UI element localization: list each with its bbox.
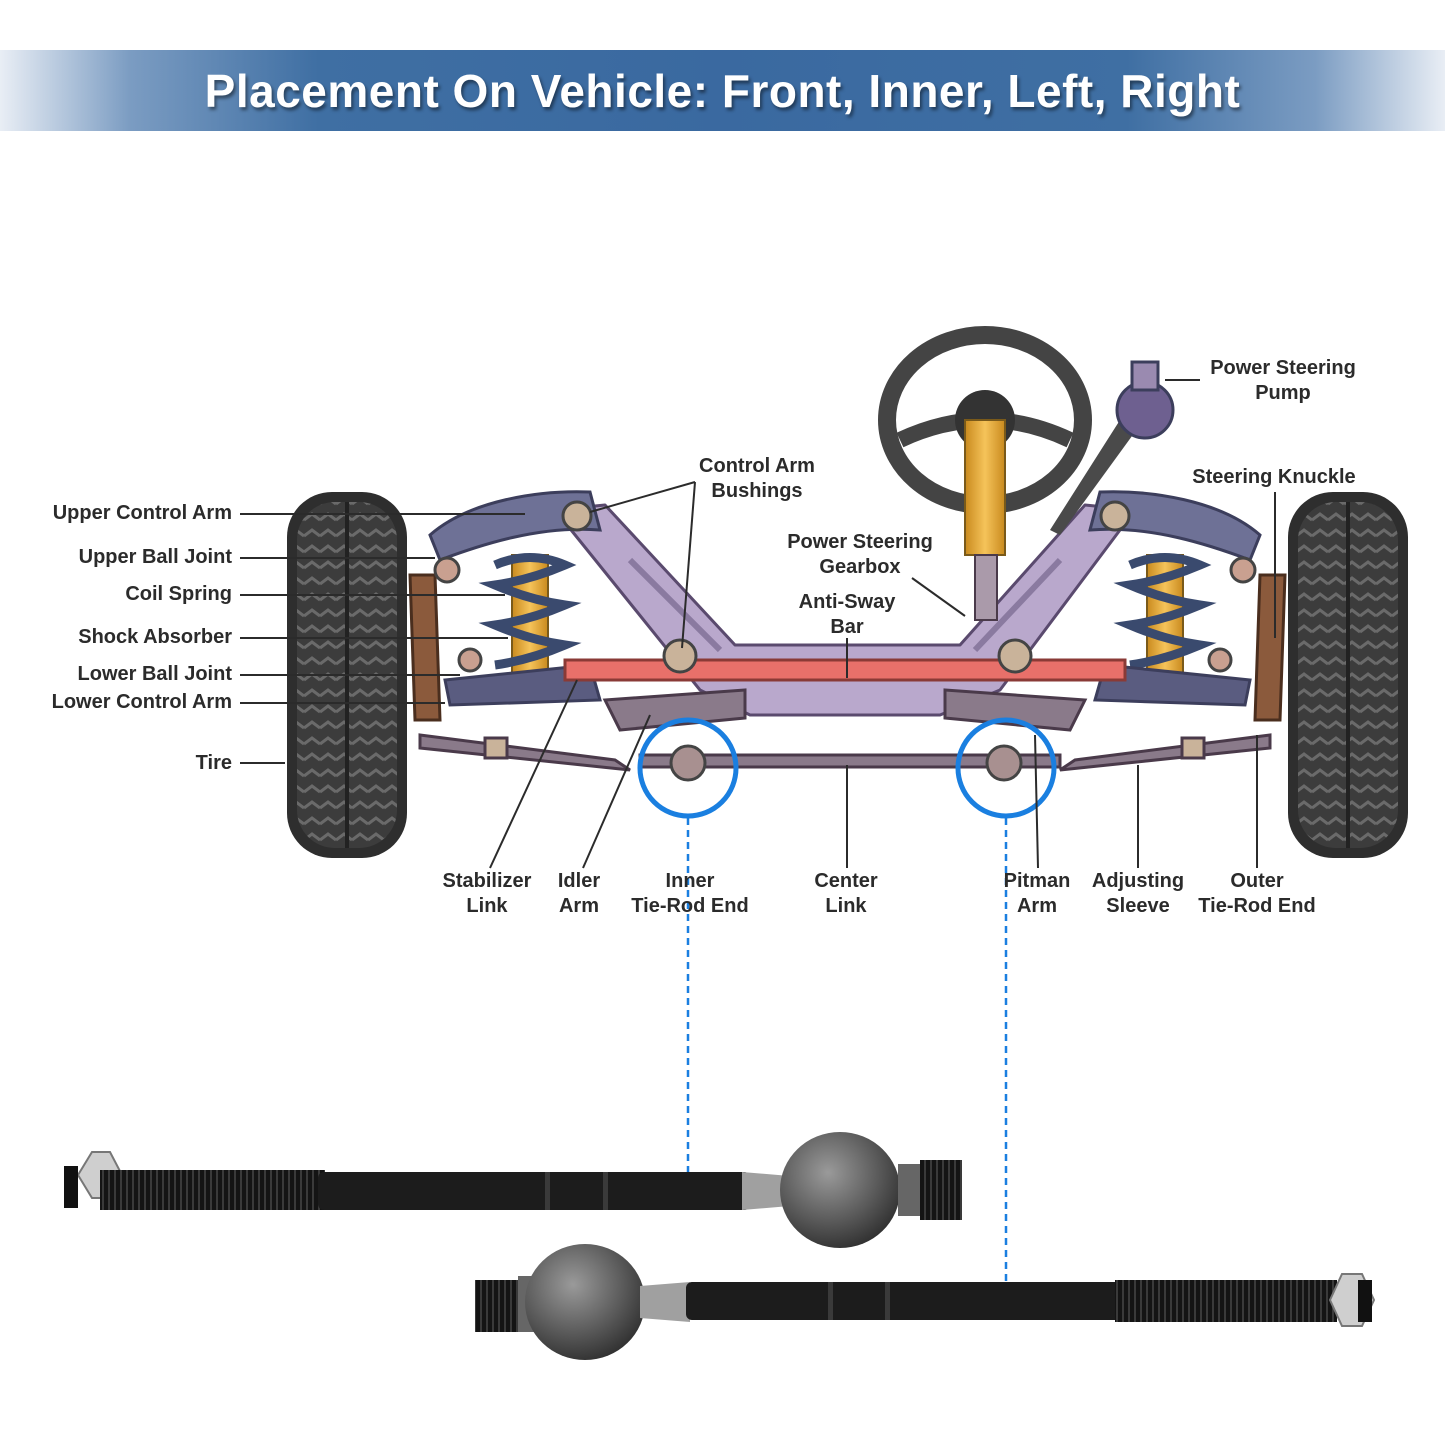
page-title: Placement On Vehicle: Front, Inner, Left… (204, 64, 1241, 117)
label-power-steering-pump: Power Steering Pump (1210, 357, 1356, 404)
lower-control-arm-left (443, 663, 602, 707)
label-center-link: Center Link (814, 870, 878, 917)
label-lower-control-arm: Lower Control Arm (51, 691, 232, 713)
label-coil-spring: Coil Spring (125, 583, 232, 605)
label-steering-knuckle: Steering Knuckle (1192, 466, 1356, 488)
anti-sway-bar (563, 658, 1127, 682)
steering-knuckle-right (1253, 573, 1287, 722)
steering-linkage (418, 733, 1272, 772)
coil-spring-left (478, 553, 582, 681)
label-lower-ball-joint: Lower Ball Joint (77, 663, 232, 685)
label-stabilizer-link: Stabilizer Link (442, 870, 532, 917)
power-steering-pump (1050, 360, 1175, 535)
label-control-arm-bushings: Control Arm Bushings (699, 455, 815, 502)
control-arm-bushing (997, 638, 1033, 674)
steering-wheel-icon (878, 326, 1092, 621)
upper-control-arm-left (428, 490, 602, 562)
title-banner: Placement On Vehicle: Front, Inner, Left… (0, 50, 1445, 131)
upper-ball-joint-right (1229, 556, 1257, 584)
idler-arm (602, 688, 747, 732)
label-outer-tie-rod-end: Outer Tie-Rod End (1198, 870, 1316, 917)
label-tire: Tire (195, 752, 232, 774)
tie-rod-icon (475, 1244, 1376, 1360)
label-upper-ball-joint: Upper Ball Joint (78, 546, 232, 568)
steering-knuckle-left (408, 573, 442, 722)
inner-tie-rod-end-left (669, 744, 707, 782)
inner-tie-rod-highlight-left (637, 717, 739, 819)
label-power-steering-gearbox: Power Steering Gearbox (787, 531, 933, 578)
lower-ball-joint-left (457, 647, 483, 673)
pitman-arm (943, 688, 1088, 732)
inner-tie-rod-highlight-right (955, 717, 1057, 819)
tie-rod-icon (64, 1132, 962, 1248)
coil-spring-right (1113, 553, 1217, 681)
upper-ball-joint-left (433, 556, 461, 584)
inner-tie-rod-end-right (985, 744, 1023, 782)
lower-ball-joint-right (1207, 647, 1233, 673)
upper-control-arm-right (1088, 490, 1262, 562)
label-idler-arm: Idler Arm (557, 870, 601, 917)
control-arm-bushing (662, 638, 698, 674)
right-tire-icon (1288, 492, 1408, 858)
label-inner-tie-rod-end: Inner Tie-Rod End (631, 870, 749, 917)
label-anti-sway-bar: Anti-Sway Bar (798, 591, 896, 638)
label-shock-absorber: Shock Absorber (78, 626, 232, 648)
lower-control-arm-right (1093, 663, 1252, 707)
label-adjusting-sleeve: Adjusting Sleeve (1091, 870, 1185, 917)
label-upper-control-arm: Upper Control Arm (52, 502, 232, 524)
label-pitman-arm: Pitman Arm (1003, 870, 1071, 917)
